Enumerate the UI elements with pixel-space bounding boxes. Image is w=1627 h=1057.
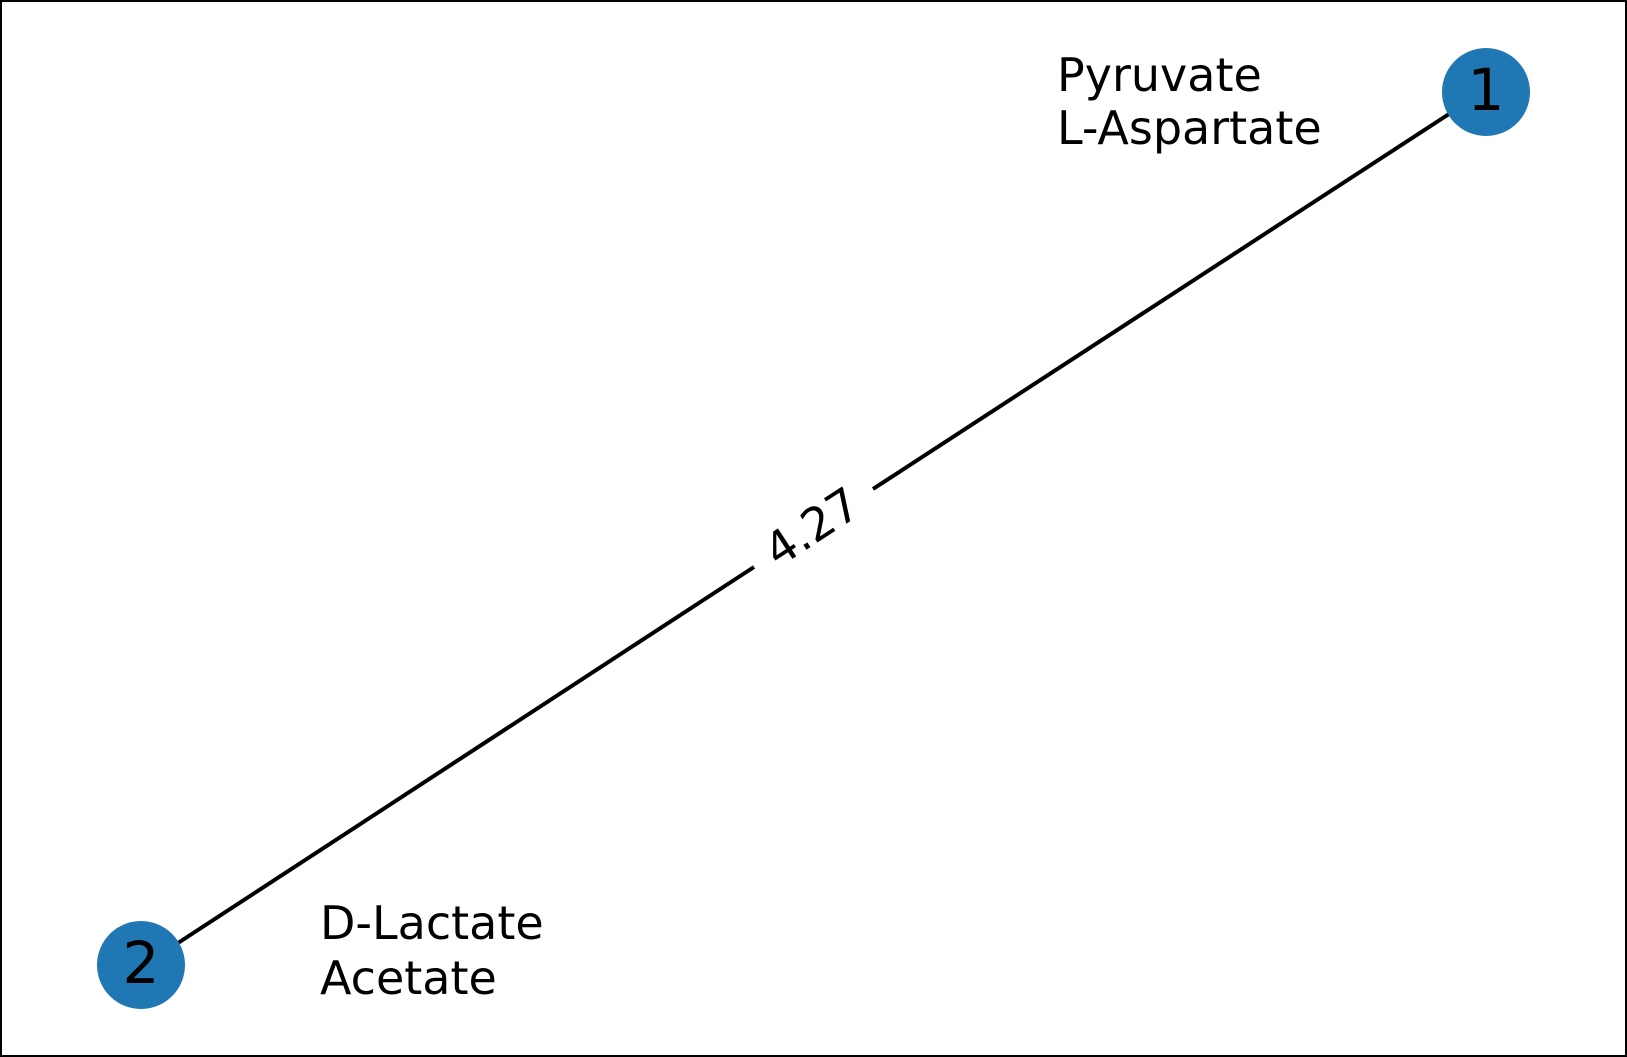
node-1-label-line-1: Pyruvate bbox=[1057, 48, 1262, 102]
edge-segment-upper bbox=[871, 112, 1451, 491]
node-2-circle bbox=[97, 921, 185, 1009]
node-1: 1 Pyruvate L-Aspartate bbox=[1057, 48, 1530, 155]
node-2-label-line-1: D-Lactate bbox=[320, 896, 544, 950]
node-1-circle bbox=[1442, 48, 1530, 136]
node-1-number: 1 bbox=[1468, 56, 1505, 124]
node-2: 2 D-Lactate Acetate bbox=[97, 896, 544, 1009]
node-2-number: 2 bbox=[123, 929, 160, 997]
node-1-label-line-2: L-Aspartate bbox=[1057, 101, 1322, 155]
node-2-label-line-2: Acetate bbox=[320, 951, 497, 1005]
edge-segment-lower bbox=[176, 565, 756, 945]
